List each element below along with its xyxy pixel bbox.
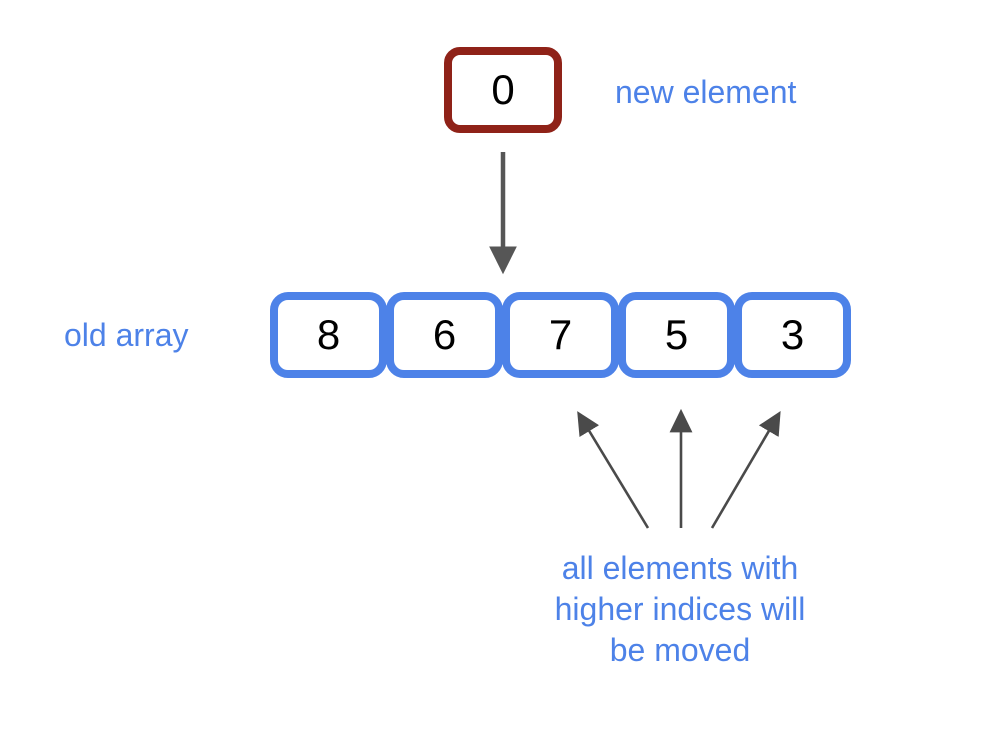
caption-line-1: all elements with bbox=[561, 550, 799, 586]
array-cell-value: 7 bbox=[548, 311, 573, 358]
array-cell-value: 8 bbox=[316, 311, 341, 358]
moved-arrow-left bbox=[577, 411, 650, 529]
new-element-box[interactable]: 0 bbox=[444, 47, 562, 133]
old-array-label: old array bbox=[64, 317, 189, 353]
array-cell-2[interactable]: 7 bbox=[502, 292, 619, 378]
caption-line-3: be moved bbox=[609, 632, 751, 668]
moved-elements-caption: all elements with higher indices will be… bbox=[480, 548, 880, 671]
new-element-value: 0 bbox=[491, 66, 515, 113]
caption-line-2: higher indices will bbox=[554, 591, 806, 627]
array-cell-3[interactable]: 5 bbox=[618, 292, 735, 378]
array-cell-4[interactable]: 3 bbox=[734, 292, 851, 378]
array-cell-0[interactable]: 8 bbox=[270, 292, 387, 378]
array-cell-1[interactable]: 6 bbox=[386, 292, 503, 378]
array-cell-value: 3 bbox=[780, 311, 805, 358]
moved-arrow-right bbox=[710, 410, 781, 529]
old-array: 8 6 7 5 3 bbox=[270, 292, 851, 378]
array-cell-value: 6 bbox=[432, 311, 457, 358]
array-cell-value: 5 bbox=[664, 311, 689, 358]
new-element-label: new element bbox=[615, 74, 797, 110]
